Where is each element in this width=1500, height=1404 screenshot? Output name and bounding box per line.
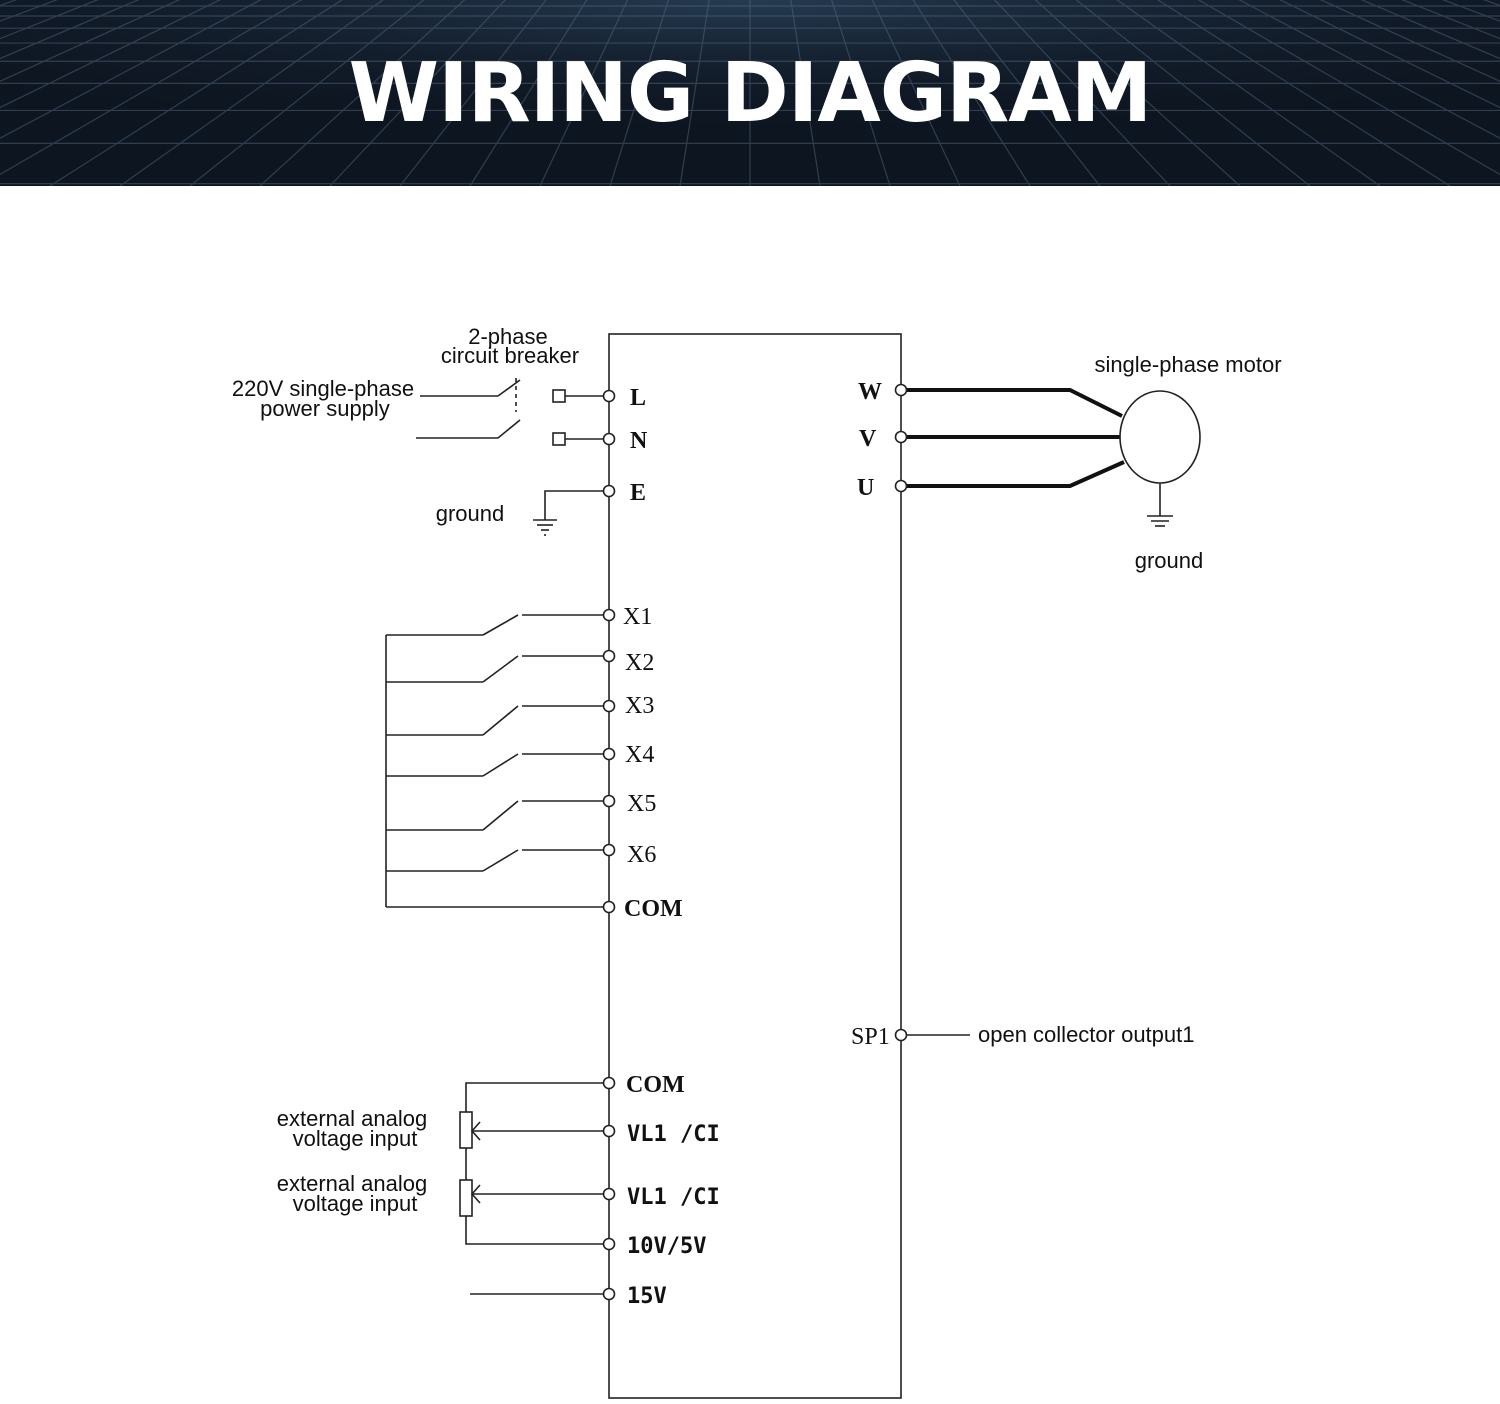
digital-input-switches bbox=[385, 614, 603, 908]
page-title: WIRING DIAGRAM bbox=[348, 46, 1153, 141]
analog-label-1: external analog voltage input bbox=[277, 1106, 427, 1151]
terminal-label-n: N bbox=[630, 428, 648, 454]
terminal-label-sp1: SP1 bbox=[851, 1024, 890, 1050]
breaker-label-line1: 2-phase bbox=[468, 324, 548, 349]
terminal-label-com-analog: COM bbox=[626, 1072, 685, 1098]
circuit-breaker-label: 2-phase circuit breaker bbox=[441, 324, 579, 368]
terminal-label-w: W bbox=[858, 379, 882, 405]
left-terminal-circles bbox=[602, 389, 616, 1301]
analog-label-1-line1: external analog bbox=[277, 1106, 427, 1131]
power-label-line2: power supply bbox=[260, 396, 390, 421]
terminal-label-x4: X4 bbox=[625, 742, 654, 768]
right-terminal-circles bbox=[894, 383, 908, 1042]
terminal-label-x3: X3 bbox=[625, 693, 654, 719]
terminal-label-x1: X1 bbox=[623, 604, 652, 630]
terminal-label-x6: X6 bbox=[627, 842, 656, 868]
header-banner: WIRING DIAGRAM bbox=[0, 0, 1500, 186]
breaker-label-line2: circuit breaker bbox=[441, 343, 579, 368]
terminal-label-e: E bbox=[630, 480, 646, 506]
terminal-label-15v: 15V bbox=[627, 1284, 667, 1309]
ground-label-left: ground bbox=[436, 501, 505, 526]
analog-label-1-line2: voltage input bbox=[293, 1126, 418, 1151]
terminal-label-vl1-ci-2: VL1 /CI bbox=[627, 1185, 720, 1210]
terminal-label-u: U bbox=[857, 475, 874, 501]
motor-output-wiring bbox=[907, 388, 1125, 488]
motor-label: single-phase motor bbox=[1094, 352, 1281, 377]
motor-symbol bbox=[1119, 390, 1201, 484]
wiring-diagram: 2-phase circuit breaker 220V single-phas… bbox=[232, 324, 1282, 1399]
analog-label-2-line1: external analog bbox=[277, 1171, 427, 1196]
analog-input-wiring bbox=[459, 1082, 603, 1295]
grid-background bbox=[0, 0, 1500, 186]
terminal-label-vl1-ci-1: VL1 /CI bbox=[627, 1122, 720, 1147]
sp1-output-label: open collector output1 bbox=[978, 1022, 1195, 1047]
terminal-label-x2: X2 bbox=[625, 650, 654, 676]
terminal-label-com-digital: COM bbox=[624, 896, 683, 922]
circuit-breaker-symbol bbox=[416, 378, 603, 446]
ground-symbol-left bbox=[533, 490, 603, 536]
ground-symbol-right bbox=[1147, 483, 1173, 527]
terminal-label-x5: X5 bbox=[627, 791, 656, 817]
terminal-label-l: L bbox=[630, 385, 646, 411]
analog-label-2-line2: voltage input bbox=[293, 1191, 418, 1216]
terminal-label-v: V bbox=[859, 426, 877, 452]
terminal-label-10v-5v: 10V/5V bbox=[627, 1234, 706, 1259]
power-supply-label: 220V single-phase power supply bbox=[232, 376, 414, 421]
power-label-line1: 220V single-phase bbox=[232, 376, 414, 401]
ground-label-right: ground bbox=[1135, 548, 1204, 573]
controller-box bbox=[608, 333, 902, 1399]
analog-label-2: external analog voltage input bbox=[277, 1171, 427, 1216]
